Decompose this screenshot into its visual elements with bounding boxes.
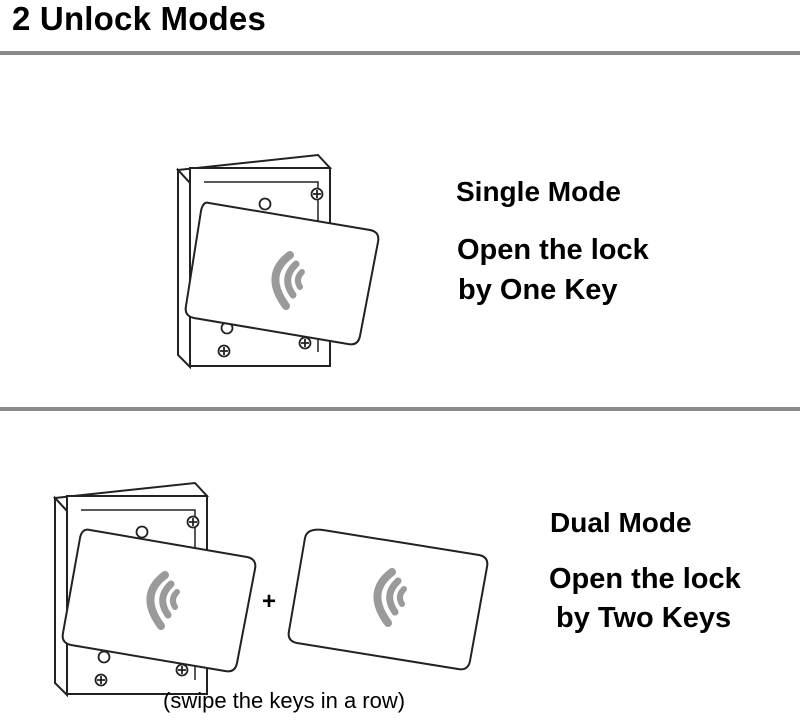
nfc-wave-icon: [373, 568, 407, 627]
dual-mode-line1: Open the lock: [549, 563, 741, 595]
plus-sign: +: [262, 588, 277, 615]
single-mode-title: Single Mode: [456, 176, 621, 207]
single-mode-line1: Open the lock: [457, 234, 649, 266]
nfc-wave-icon: [271, 251, 305, 310]
page-title: 2 Unlock Modes: [12, 0, 267, 37]
card-key-icon: [61, 528, 257, 673]
screw-icon: [217, 187, 324, 358]
swipe-note: (swipe the keys in a row): [163, 688, 406, 713]
divider-middle: [0, 407, 800, 411]
nfc-wave-icon: [146, 571, 180, 630]
single-mode-line2: by One Key: [458, 274, 618, 306]
dual-mode-title: Dual Mode: [550, 507, 692, 538]
card-key-icon: [184, 201, 380, 346]
dual-mode-line2: by Two Keys: [556, 602, 732, 634]
divider-top: [0, 51, 800, 55]
screw-icon: [94, 515, 200, 687]
